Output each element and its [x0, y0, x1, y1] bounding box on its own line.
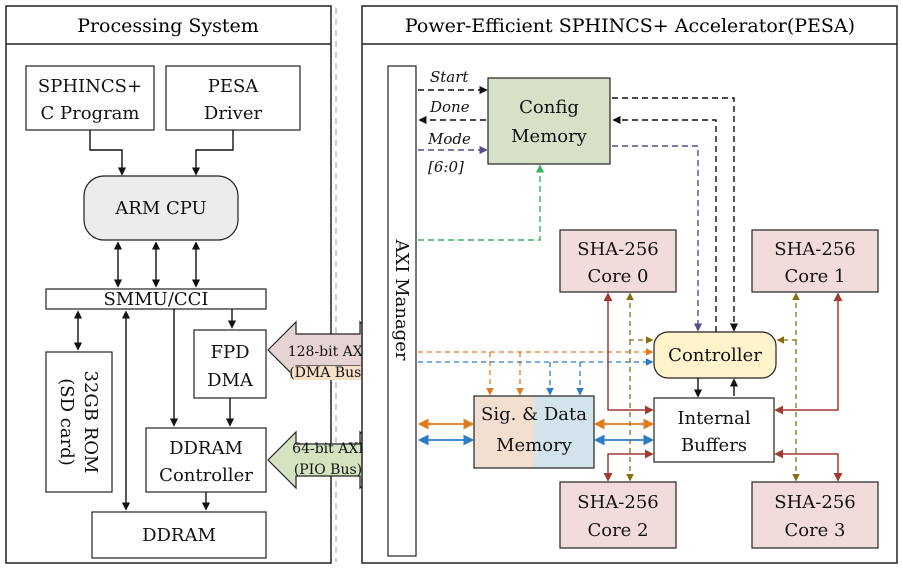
sphincs-program-box: SPHINCS+ C Program — [25, 65, 155, 131]
ps-internal-arrows — [73, 309, 237, 511]
svg-text:SHA-256: SHA-256 — [774, 239, 855, 260]
svg-text:(SD card): (SD card) — [56, 378, 77, 465]
config-memory-box: Config Memory — [487, 77, 611, 165]
cpu-smmu-arrows — [113, 241, 201, 288]
axi-128-bus: 128-bit AXI (DMA Bus) — [267, 320, 389, 381]
axi-control-dashed — [418, 348, 654, 396]
config-controller-links — [612, 97, 739, 332]
mode-bits-label: [6:0] — [428, 158, 464, 176]
controller-box: Controller — [653, 331, 777, 379]
data-path-arrows — [417, 418, 655, 446]
ddram-box: DDRAM — [91, 511, 267, 559]
svg-text:Memory: Memory — [511, 126, 588, 147]
svg-text:(DMA Bus): (DMA Bus) — [289, 365, 367, 381]
svg-text:Core 0: Core 0 — [587, 266, 648, 287]
sha-core-data-links — [603, 292, 843, 482]
svg-text:SHA-256: SHA-256 — [577, 239, 658, 260]
start-signal-label: Start — [430, 68, 469, 86]
svg-text:ARM CPU: ARM CPU — [114, 198, 206, 219]
sha-core-3: SHA-256 Core 3 — [751, 481, 879, 549]
svg-text:SPHINCS+: SPHINCS+ — [38, 76, 142, 97]
svg-text:32GB ROM: 32GB ROM — [80, 371, 101, 474]
rom-box: 32GB ROM (SD card) — [45, 351, 113, 493]
pesa-title: Power-Efficient SPHINCS+ Accelerator(PES… — [405, 15, 855, 37]
ddram-controller-box: DDRAM Controller — [145, 427, 267, 493]
signal-arrows — [418, 85, 545, 241]
pesa-driver-box: PESA Driver — [165, 65, 301, 131]
svg-text:Buffers: Buffers — [681, 435, 747, 456]
svg-text:128-bit AXI: 128-bit AXI — [288, 344, 369, 360]
done-signal-label: Done — [429, 98, 470, 116]
svg-text:Core 3: Core 3 — [784, 520, 845, 541]
sha-core-0: SHA-256 Core 0 — [559, 229, 677, 293]
processing-system-title: Processing System — [77, 15, 259, 37]
svg-text:Sig. & Data: Sig. & Data — [481, 404, 587, 425]
program-to-cpu-arrows — [89, 130, 234, 176]
smmu-cci-bar: SMMU/CCI — [45, 288, 267, 310]
fpd-dma-box: FPD DMA — [193, 329, 267, 399]
svg-text:FPD: FPD — [210, 342, 249, 363]
svg-text:C Program: C Program — [41, 103, 140, 124]
axi-manager-bar: AXI Manager — [387, 65, 417, 557]
svg-text:(PIO Bus): (PIO Bus) — [294, 462, 362, 478]
svg-text:Memory: Memory — [496, 435, 573, 456]
sha-core-2: SHA-256 Core 2 — [559, 481, 677, 549]
controller-buffer-arrows — [693, 378, 739, 398]
sha-core-1: SHA-256 Core 1 — [751, 229, 879, 293]
svg-text:64-bit AXI: 64-bit AXI — [292, 441, 364, 457]
svg-text:SHA-256: SHA-256 — [774, 492, 855, 513]
svg-text:Driver: Driver — [204, 103, 263, 124]
internal-buffers-box: Internal Buffers — [653, 397, 775, 463]
svg-text:SMMU/CCI: SMMU/CCI — [103, 289, 208, 310]
arm-cpu-box: ARM CPU — [83, 175, 239, 241]
svg-text:DMA: DMA — [207, 370, 254, 391]
svg-text:PESA: PESA — [208, 76, 260, 97]
sha-core-control-links — [626, 292, 800, 482]
mode-signal-label: Mode — [427, 130, 471, 148]
svg-text:Controller: Controller — [668, 345, 762, 366]
svg-text:DDRAM: DDRAM — [142, 525, 216, 546]
svg-text:Core 2: Core 2 — [587, 520, 648, 541]
svg-text:AXI Manager: AXI Manager — [391, 239, 412, 361]
svg-text:Internal: Internal — [677, 408, 751, 429]
svg-text:Controller: Controller — [159, 465, 253, 486]
svg-text:DDRAM: DDRAM — [169, 438, 243, 459]
signal-labels: Start Done Mode [6:0] — [427, 68, 471, 176]
sig-data-memory-box: Sig. & Data Memory — [473, 395, 595, 469]
svg-text:SHA-256: SHA-256 — [577, 492, 658, 513]
svg-text:Core 1: Core 1 — [784, 266, 845, 287]
svg-text:Config: Config — [519, 97, 579, 118]
